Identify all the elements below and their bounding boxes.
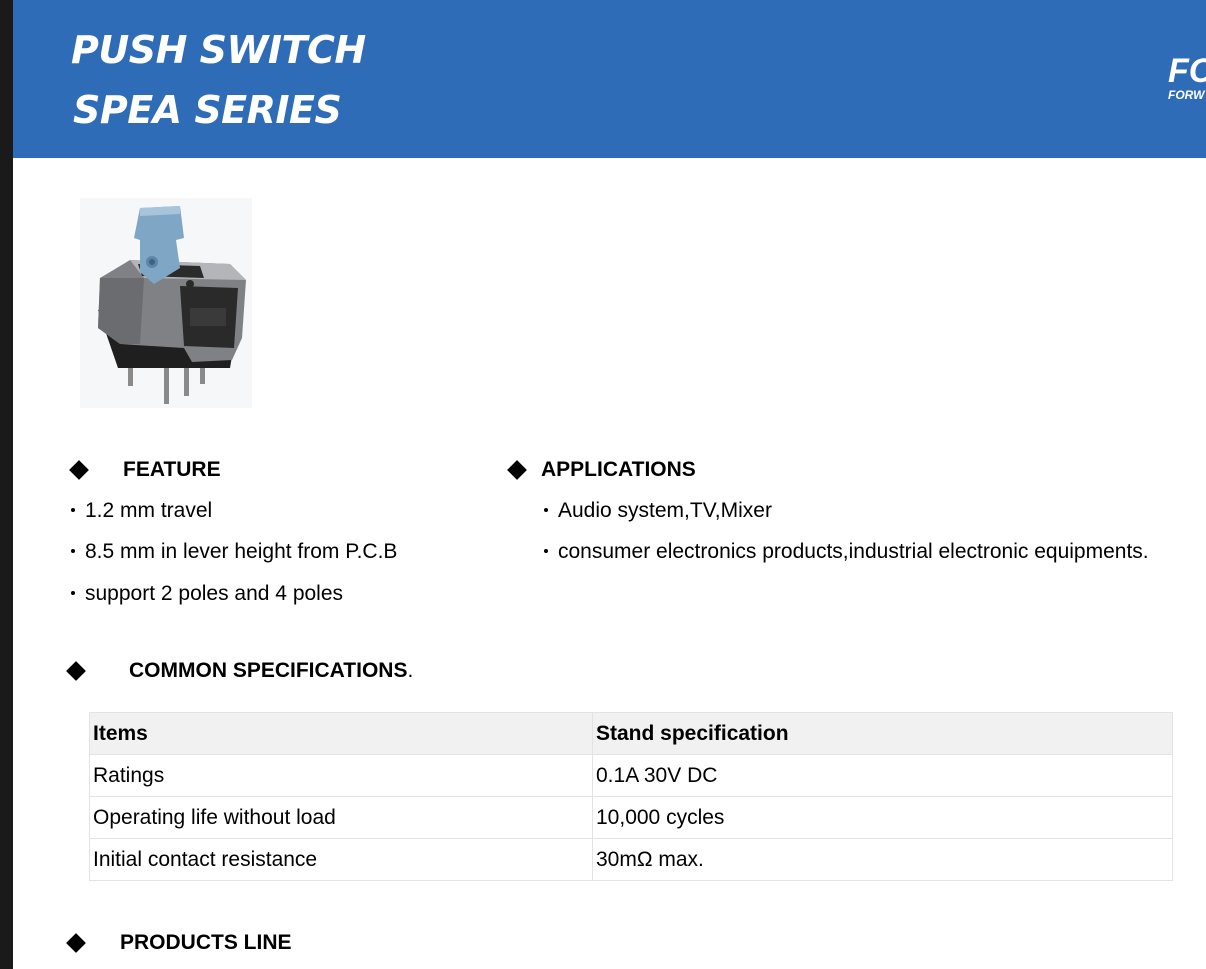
feature-heading: FEATURE: [123, 458, 221, 481]
table-cell: 30mΩ max.: [592, 838, 1173, 881]
table-header-row: Items Stand specification: [89, 712, 1173, 755]
specs-diamond-icon: [66, 661, 86, 681]
bullet-dot-icon: [544, 507, 548, 512]
bullet-dot-icon: [544, 548, 548, 553]
table-cell: 10,000 cycles: [592, 796, 1173, 839]
table-row: Initial contact resistance 30mΩ max.: [89, 838, 1173, 881]
column-header-spec: Stand specification: [592, 712, 1173, 755]
bullet-dot-icon: [71, 548, 75, 553]
applications-item: Audio system,TV,Mixer: [544, 499, 772, 523]
specs-heading: COMMON SPECIFICATIONS.: [129, 659, 414, 682]
applications-heading: APPLICATIONS: [541, 458, 696, 481]
column-header-items: Items: [89, 712, 593, 755]
table-row: Operating life without load 10,000 cycle…: [89, 796, 1173, 839]
title-line-1: PUSH SWITCH: [71, 28, 366, 72]
table-cell: Initial contact resistance: [89, 838, 593, 881]
table-cell: 0.1A 30V DC: [592, 754, 1173, 797]
push-switch-image: [98, 206, 246, 404]
applications-item: consumer electronics products,industrial…: [544, 540, 1149, 564]
company-logo: FC: [1168, 52, 1206, 90]
table-cell: Operating life without load: [89, 796, 593, 839]
feature-diamond-icon: [69, 460, 89, 480]
specs-table: Items Stand specification Ratings 0.1A 3…: [89, 712, 1173, 881]
products-line-heading: PRODUCTS LINE: [120, 931, 292, 954]
bullet-dot-icon: [71, 507, 75, 512]
datasheet-page: PUSH SWITCH SPEA SERIES FC FORW: [13, 0, 1206, 969]
feature-item: 8.5 mm in lever height from P.C.B: [71, 540, 397, 564]
feature-item: support 2 poles and 4 poles: [71, 582, 343, 606]
table-cell: Ratings: [89, 754, 593, 797]
feature-item: 1.2 mm travel: [71, 499, 212, 523]
title-line-2: SPEA SERIES: [73, 88, 342, 132]
table-row: Ratings 0.1A 30V DC: [89, 754, 1173, 797]
applications-diamond-icon: [507, 460, 527, 480]
products-line-diamond-icon: [66, 933, 86, 953]
company-logo-subtext: FORW: [1168, 88, 1205, 102]
product-photo: [80, 198, 252, 408]
header-banner: PUSH SWITCH SPEA SERIES FC FORW: [13, 0, 1206, 158]
bullet-dot-icon: [71, 590, 75, 595]
